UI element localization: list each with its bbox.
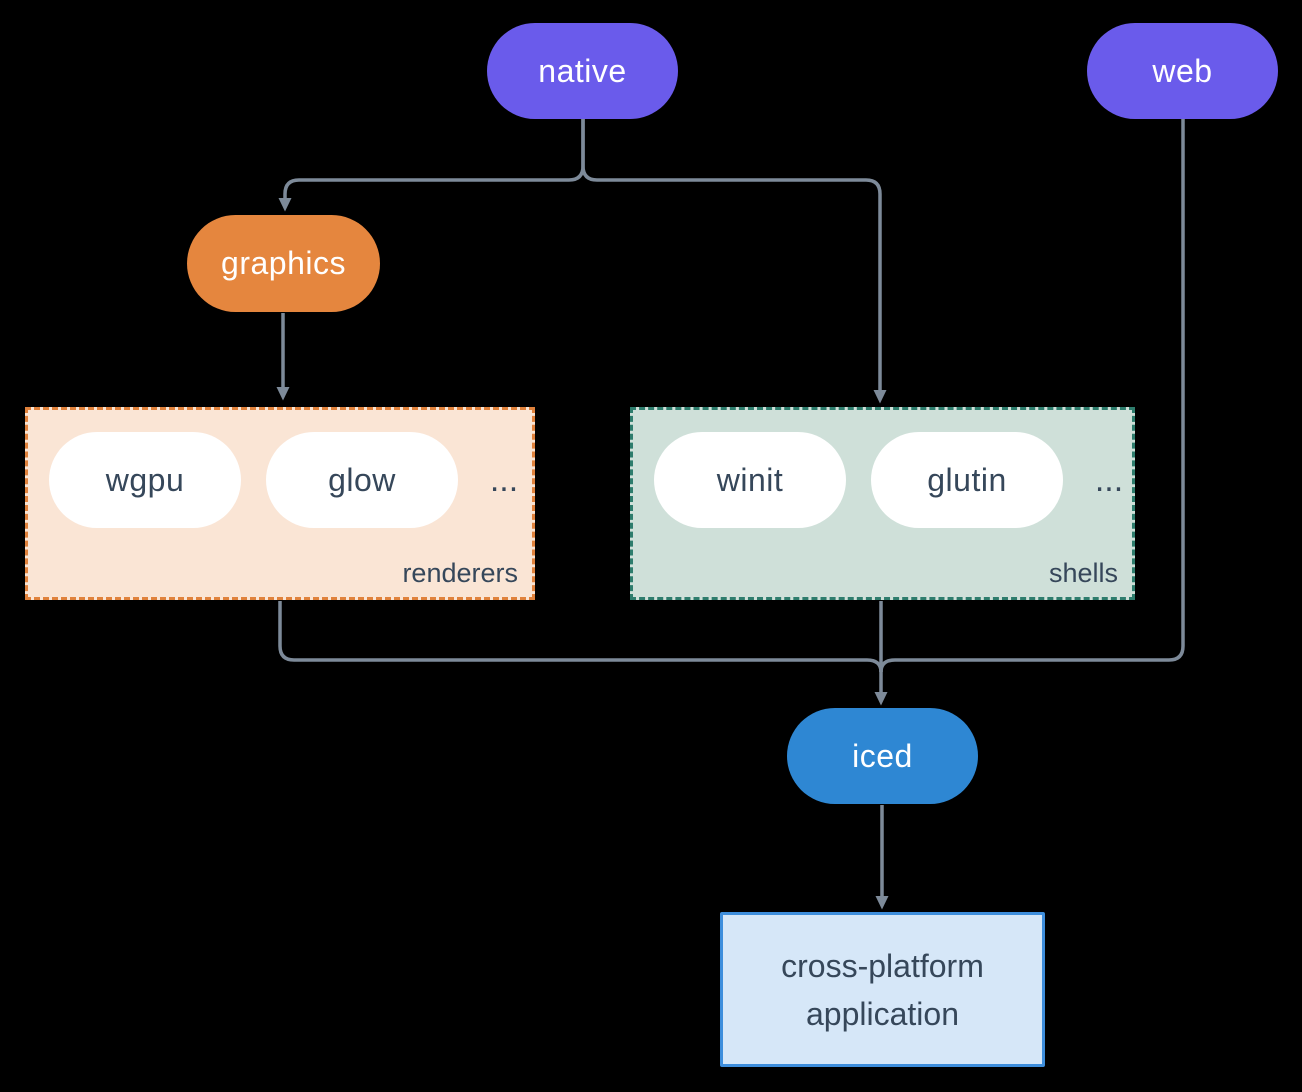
node-winit: winit xyxy=(654,432,846,528)
node-native-label: native xyxy=(538,52,627,89)
node-graphics: graphics xyxy=(187,215,380,312)
node-cross-platform-application: cross-platform application xyxy=(720,912,1045,1067)
node-cross-platform-application-label: cross-platform application xyxy=(781,947,984,1032)
renderers-ellipsis: ... xyxy=(489,460,519,499)
node-wgpu: wgpu xyxy=(49,432,241,528)
node-winit-label: winit xyxy=(716,461,784,498)
node-glow: glow xyxy=(266,432,458,528)
node-iced: iced xyxy=(787,708,978,804)
node-glow-label: glow xyxy=(328,461,396,498)
group-shells: winit glutin ... shells xyxy=(630,407,1135,600)
node-iced-label: iced xyxy=(852,737,913,774)
node-wgpu-label: wgpu xyxy=(105,461,185,498)
edge-renderers-to-merge xyxy=(278,601,883,673)
edge-native-to-graphics xyxy=(278,119,585,212)
renderers-group-label: renderers xyxy=(402,558,518,588)
shells-group-label: shells xyxy=(1048,558,1118,588)
node-graphics-label: graphics xyxy=(221,245,346,281)
node-web-label: web xyxy=(1152,52,1213,89)
shells-ellipsis: ... xyxy=(1094,460,1124,499)
node-glutin-label: glutin xyxy=(927,461,1007,498)
group-renderers: wgpu glow ... renderers xyxy=(25,407,535,600)
node-native: native xyxy=(487,23,678,119)
edge-native-to-shells xyxy=(581,119,887,404)
node-web: web xyxy=(1087,23,1278,119)
node-glutin: glutin xyxy=(871,432,1063,528)
